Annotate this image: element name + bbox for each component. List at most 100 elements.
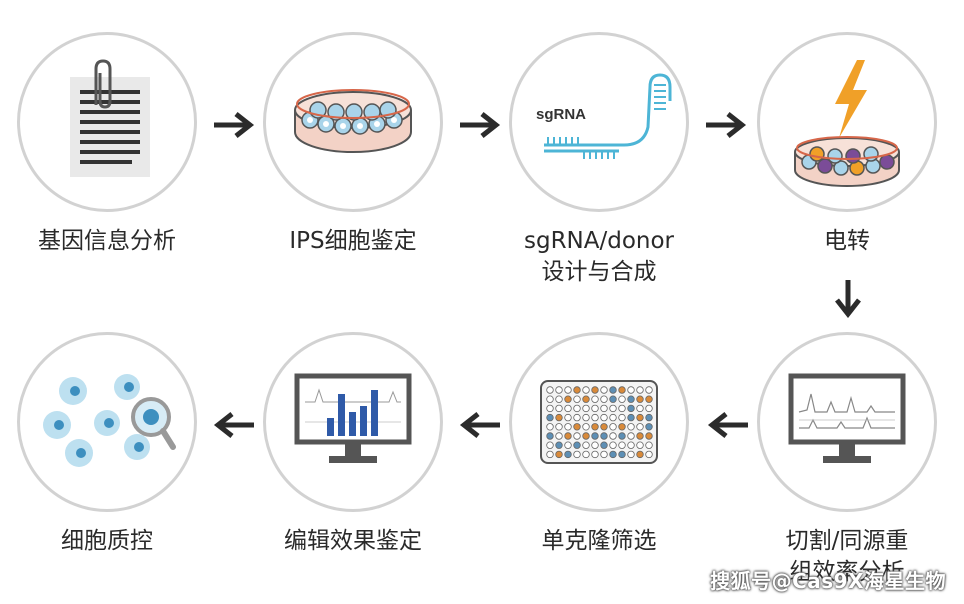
plate-well xyxy=(618,395,626,403)
plate-well xyxy=(636,450,644,459)
plate-well xyxy=(591,450,599,459)
plate-well xyxy=(591,413,599,422)
plate-well xyxy=(636,423,644,431)
step-label: 编辑效果鉴定 xyxy=(243,526,463,557)
plate-well xyxy=(582,404,590,413)
plate-well xyxy=(573,404,581,413)
plate-well xyxy=(600,450,608,459)
plate-well xyxy=(573,441,581,449)
plate-well xyxy=(555,386,563,394)
plate-well xyxy=(573,386,581,394)
plate-well xyxy=(582,413,590,422)
step-label: 切割/同源重 组效率分析 xyxy=(737,526,957,588)
plate-well xyxy=(600,441,608,449)
plate-well xyxy=(564,413,572,422)
plate-well xyxy=(627,450,635,459)
step-circle xyxy=(263,332,443,512)
plate-well xyxy=(546,432,554,440)
plate-well xyxy=(645,432,653,440)
label-line: 组效率分析 xyxy=(789,559,905,585)
plate-well xyxy=(555,441,563,449)
plate-well xyxy=(600,386,608,394)
plate-well xyxy=(618,413,626,422)
plate-well xyxy=(609,450,617,459)
sgrna-text: sgRNA xyxy=(536,106,586,123)
label-line: 单克隆筛选 xyxy=(541,528,657,554)
plate-well xyxy=(600,413,608,422)
plate-well xyxy=(636,404,644,413)
plate-well xyxy=(609,432,617,440)
plate-well xyxy=(600,423,608,431)
plate-well xyxy=(609,395,617,403)
plate-well xyxy=(555,423,563,431)
monitor-bars-icon xyxy=(294,373,412,463)
plate-well xyxy=(645,441,653,449)
step-label: sgRNA/donor 设计与合成 xyxy=(489,226,709,288)
plate-well xyxy=(564,441,572,449)
plate-well xyxy=(627,386,635,394)
plate-well xyxy=(573,395,581,403)
watermark: 搜狐号@Cas9X海星生物 xyxy=(710,569,946,593)
plate-well xyxy=(591,423,599,431)
plate-well xyxy=(609,386,617,394)
plate-well xyxy=(546,441,554,449)
plate-well xyxy=(600,432,608,440)
plate-well xyxy=(645,395,653,403)
step-circle xyxy=(757,32,937,212)
plate-well xyxy=(645,404,653,413)
arrow-down-icon xyxy=(835,280,861,318)
plate-well xyxy=(636,395,644,403)
plate-well xyxy=(618,423,626,431)
plate-well xyxy=(627,423,635,431)
plate-well xyxy=(582,386,590,394)
plate-well xyxy=(564,450,572,459)
plate-well xyxy=(627,432,635,440)
plate-well xyxy=(591,441,599,449)
plate-well xyxy=(555,450,563,459)
plate-well xyxy=(609,413,617,422)
plate-well xyxy=(645,386,653,394)
plate-well xyxy=(636,432,644,440)
plate-well xyxy=(555,395,563,403)
step-circle xyxy=(17,332,197,512)
arrow-left-icon xyxy=(213,412,254,438)
plate-well xyxy=(555,404,563,413)
plate-well xyxy=(582,395,590,403)
plate-well xyxy=(546,395,554,403)
plate-well xyxy=(546,450,554,459)
plate-well xyxy=(546,413,554,422)
plate-well xyxy=(609,441,617,449)
label-line: 细胞质控 xyxy=(61,528,153,554)
label-line: 设计与合成 xyxy=(541,259,657,285)
monitor-chart-icon xyxy=(788,373,906,463)
plate-well xyxy=(564,395,572,403)
arrow-right-icon xyxy=(214,112,255,138)
plate-well xyxy=(564,386,572,394)
label-line: 切割/同源重 xyxy=(785,528,909,554)
cells-magnifier-icon xyxy=(43,374,176,467)
plate-well xyxy=(609,404,617,413)
label-line: 编辑效果鉴定 xyxy=(284,528,422,554)
plate-well xyxy=(573,413,581,422)
plate-well xyxy=(555,432,563,440)
plate-well xyxy=(546,404,554,413)
plate-well xyxy=(591,432,599,440)
plate-well xyxy=(564,423,572,431)
arrow-right-icon xyxy=(460,112,501,138)
arrow-right-icon xyxy=(706,112,747,138)
label-line: 基因信息分析 xyxy=(38,228,176,254)
plate-well xyxy=(555,413,563,422)
document-clip-icon xyxy=(70,59,150,177)
plate-well xyxy=(627,441,635,449)
plate-well xyxy=(564,432,572,440)
step-label: 单克隆筛选 xyxy=(489,526,709,557)
petri-dish-icon xyxy=(294,89,412,153)
plate-well xyxy=(645,423,653,431)
step-circle xyxy=(17,32,197,212)
plate-well xyxy=(600,395,608,403)
step-label: 细胞质控 xyxy=(0,526,217,557)
step-circle xyxy=(263,32,443,212)
plate-well xyxy=(636,413,644,422)
lightning-dish-icon xyxy=(794,60,900,187)
plate-well xyxy=(618,432,626,440)
